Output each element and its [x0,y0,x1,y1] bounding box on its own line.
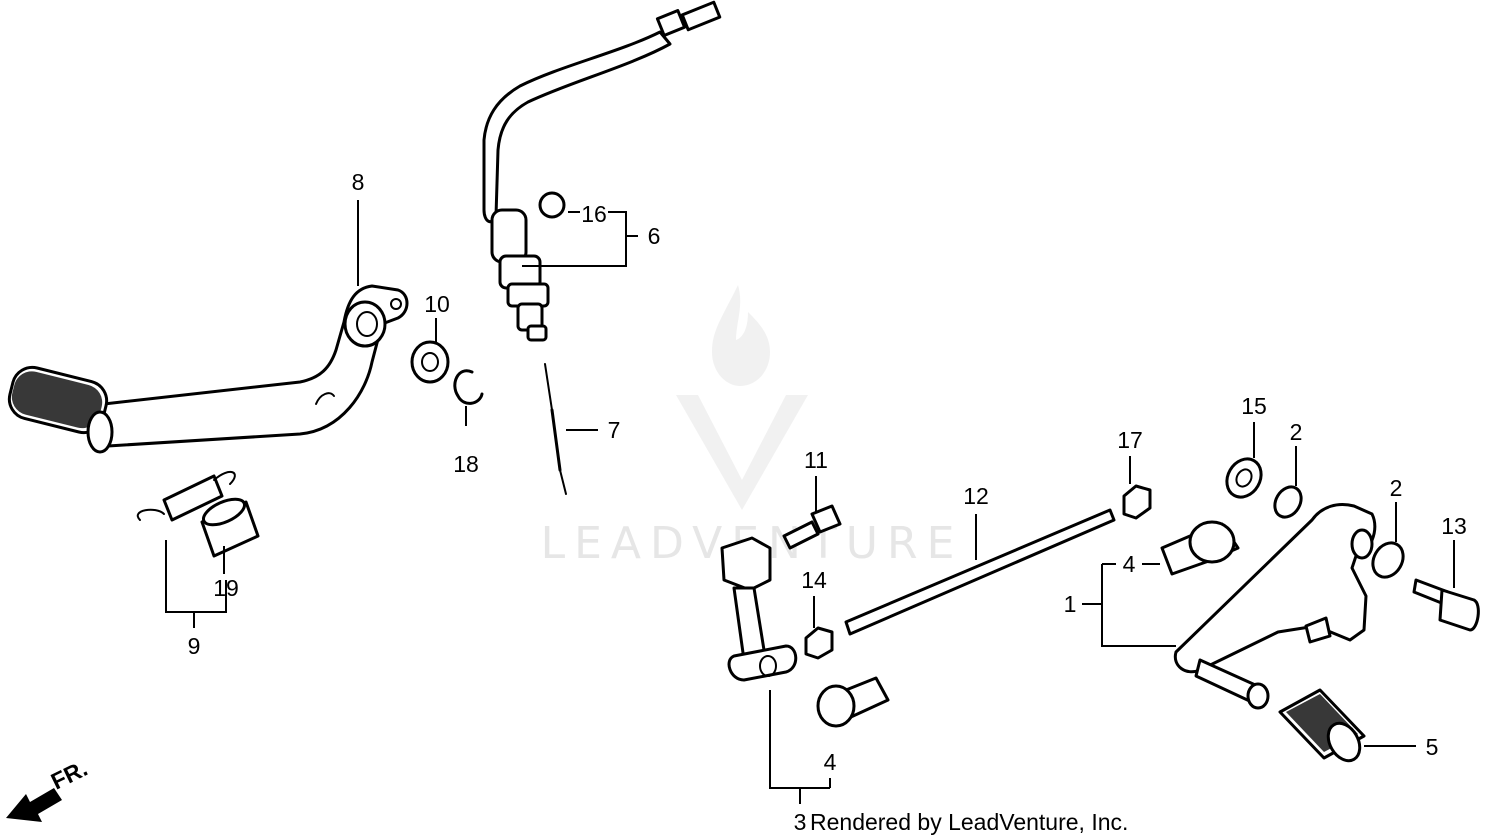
pivot-bolt-13 [1412,578,1480,632]
callout-12: 12 [963,483,989,509]
gearshift-arm [720,536,798,682]
washer-10 [410,340,450,384]
leader-lines [165,200,1455,804]
front-direction-indicator: FR. [6,755,92,822]
callout-9: 9 [188,633,201,659]
nut-14 [804,626,834,660]
callout-15: 15 [1241,393,1267,419]
watermark: LEADVENTURE [541,285,954,569]
tie-rod [844,508,1116,636]
callout-3: 3 [794,809,807,835]
callout-10: 10 [424,291,450,317]
callout-4-upper: 4 [1123,551,1136,577]
callout-2-left: 2 [1290,419,1303,445]
render-credit: Rendered by LeadVenture, Inc. [810,809,1128,835]
watermark-logo-icon [676,285,808,510]
callout-7: 7 [608,417,621,443]
callout-18: 18 [453,451,479,477]
brake-pedal [1173,503,1377,710]
callout-19: 19 [213,575,239,601]
callout-13: 13 [1441,513,1467,539]
callouts: 8 10 18 16 6 7 19 9 11 12 17 14 4 4 1 15… [188,169,1467,835]
callout-14: 14 [801,567,827,593]
bearing-2-right [1371,541,1405,579]
callout-2-right: 2 [1390,475,1403,501]
collar-19 [200,497,260,558]
clip-18 [453,369,484,405]
spring-7 [544,363,567,495]
callout-11: 11 [804,447,828,473]
gearshift-pedal [7,284,409,454]
callout-4-lower: 4 [824,749,837,775]
callout-5: 5 [1426,734,1439,760]
return-spring [136,470,236,522]
pedal-rubber-5 [1278,688,1366,763]
callout-6: 6 [648,223,661,249]
callout-17: 17 [1117,427,1143,453]
switch-assembly [482,0,722,342]
callout-16: 16 [581,201,607,227]
nut-17 [1122,484,1152,520]
callout-1: 1 [1064,591,1077,617]
joint-4-lower [816,676,890,728]
joint-4-upper [1160,520,1240,576]
bearing-2-left [1273,485,1303,519]
front-arrow-icon [6,788,62,822]
washer-15 [1225,457,1263,499]
callout-8: 8 [352,169,365,195]
bolt-11 [782,504,842,550]
